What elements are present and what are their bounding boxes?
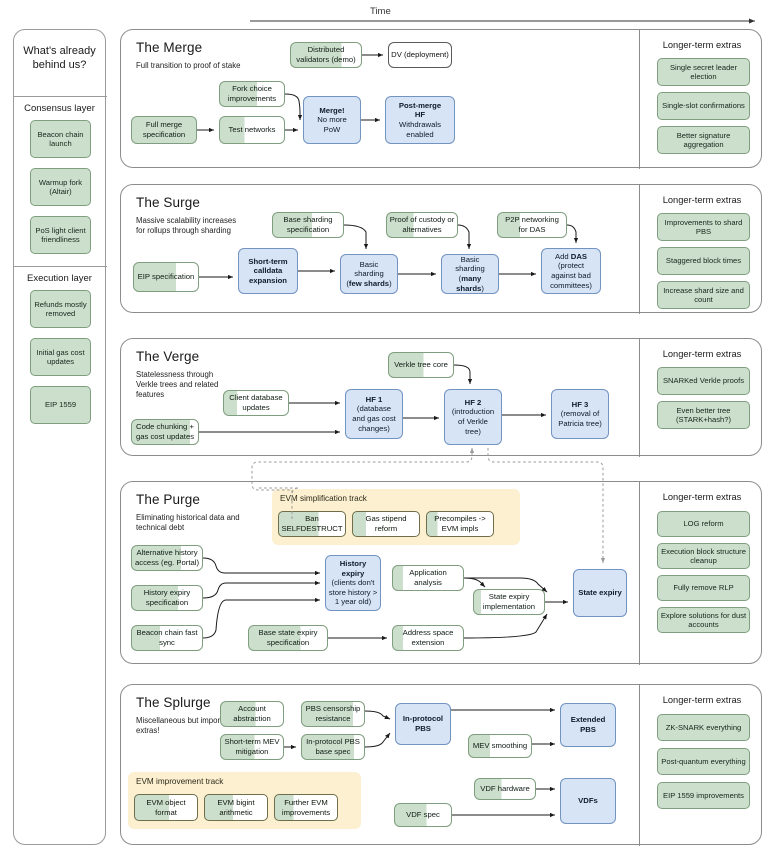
- node-in-protocol-pbs-base-spec[interactable]: In-protocol PBS base spec: [301, 734, 365, 760]
- node-beacon-chain-fast-sync[interactable]: Beacon chain fast sync: [131, 625, 203, 651]
- node-vdfs[interactable]: VDFs: [560, 778, 616, 824]
- extra-log-reform[interactable]: LOG reform: [657, 511, 750, 537]
- track-item-gas-stipend-reform[interactable]: Gas stipend reform: [352, 511, 420, 537]
- sidebar-item-pos-light-client[interactable]: PoS light client friendliness: [30, 216, 91, 254]
- extras-heading-splurge: Longer-term extras: [662, 695, 742, 705]
- extra-staggered-block-times[interactable]: Staggered block times: [657, 247, 750, 275]
- evm-simplification-track-label: EVM simplification track: [280, 494, 367, 503]
- extra-single-secret-leader-election[interactable]: Single secret leader election: [657, 58, 750, 86]
- node-pbs-censorship-resistance[interactable]: PBS censorship resistance: [301, 701, 365, 727]
- node-proof-of-custody[interactable]: Proof of custody or alternatives: [386, 212, 458, 238]
- era-subtitle-merge: Full transition to proof of stake: [136, 61, 241, 70]
- era-title-surge: The Surge: [136, 195, 200, 210]
- track-item-precompiles-evm-impls[interactable]: Precompiles -> EVM impls: [426, 511, 494, 537]
- node-alternative-history-access[interactable]: Alternative history access (eg. Portal): [131, 545, 203, 571]
- extras-heading-surge: Longer-term extras: [662, 195, 742, 205]
- node-full-merge-specification[interactable]: Full merge specification: [131, 116, 197, 144]
- sidebar-already-behind-us: What's already behind us? Consensus laye…: [13, 29, 107, 845]
- sidebar-divider-2: [14, 266, 107, 267]
- track-item-ban-selfdestruct[interactable]: Ban SELFDESTRUCT: [278, 511, 346, 537]
- era-title-purge: The Purge: [136, 492, 200, 507]
- era-divider-splurge: [639, 685, 640, 846]
- node-address-space-extension[interactable]: Address space extension: [392, 625, 464, 651]
- node-client-database-updates[interactable]: Client database updates: [223, 390, 289, 416]
- sidebar-title: What's already behind us?: [23, 45, 96, 71]
- node-base-sharding-specification[interactable]: Base sharding specification: [272, 212, 344, 238]
- track-item-evm-object-format[interactable]: EVM object format: [134, 794, 198, 821]
- sidebar-group-title-execution: Execution layer: [27, 273, 92, 284]
- evm-improvement-track-label: EVM improvement track: [136, 777, 224, 786]
- sidebar-item-eip-1559[interactable]: EIP 1559: [30, 386, 91, 424]
- extra-post-quantum-everything[interactable]: Post-quantum everything: [657, 748, 750, 775]
- node-application-analysis[interactable]: Application analysis: [392, 565, 464, 591]
- time-axis: Time: [250, 6, 762, 28]
- node-fork-choice-improvements[interactable]: Fork choice improvements: [219, 81, 285, 107]
- era-title-splurge: The Splurge: [136, 695, 211, 710]
- extra-fully-remove-rlp[interactable]: Fully remove RLP: [657, 575, 750, 601]
- era-title-verge: The Verge: [136, 349, 200, 364]
- track-item-further-evm-improvements[interactable]: Further EVM improvements: [274, 794, 338, 821]
- node-verkle-tree-core[interactable]: Verkle tree core: [388, 352, 454, 378]
- sidebar-item-refunds-removed[interactable]: Refunds mostly removed: [30, 290, 91, 328]
- era-subtitle-surge: Massive scalability increases for rollup…: [136, 216, 237, 236]
- extra-better-signature-aggregation[interactable]: Better signature aggregation: [657, 126, 750, 154]
- node-history-expiry-specification[interactable]: History expiry specification: [131, 585, 203, 611]
- era-divider-surge: [639, 185, 640, 314]
- era-divider-verge: [639, 339, 640, 457]
- sidebar-item-beacon-chain-launch[interactable]: Beacon chain launch: [30, 120, 91, 158]
- node-state-expiry[interactable]: State expiry: [573, 569, 627, 617]
- node-p2p-networking-das[interactable]: P2P networking for DAS: [497, 212, 567, 238]
- node-account-abstraction[interactable]: Account abstraction: [220, 701, 284, 727]
- extra-zk-snark-everything[interactable]: ZK-SNARK everything: [657, 714, 750, 741]
- extras-heading-merge: Longer-term extras: [662, 40, 742, 50]
- sidebar-group-title-consensus: Consensus layer: [24, 103, 95, 114]
- node-base-state-expiry-specification[interactable]: Base state expiry specification: [248, 625, 328, 651]
- node-vdf-spec[interactable]: VDF spec: [394, 803, 452, 827]
- track-item-evm-bigint-arithmetic[interactable]: EVM bigint arithmetic: [204, 794, 268, 821]
- extra-increase-shard-size-count[interactable]: Increase shard size and count: [657, 281, 750, 309]
- node-distributed-validators-demo[interactable]: Distributed validators (demo): [290, 42, 362, 68]
- node-code-chunking-gas-cost[interactable]: Code chunking + gas cost updates: [131, 419, 199, 445]
- extra-execution-block-cleanup[interactable]: Execution block structure cleanup: [657, 543, 750, 569]
- time-axis-label: Time: [370, 6, 391, 17]
- era-divider-purge: [639, 482, 640, 665]
- extra-single-slot-confirmations[interactable]: Single-slot confirmations: [657, 92, 750, 120]
- era-panel-surge: The Surge Massive scalability increases …: [120, 184, 762, 314]
- node-eip-specification[interactable]: EIP specification: [133, 262, 199, 292]
- era-subtitle-verge: Statelessness through Verkle trees and r…: [136, 370, 219, 400]
- node-test-networks[interactable]: Test networks: [219, 116, 285, 144]
- extras-heading-purge: Longer-term extras: [662, 492, 742, 502]
- node-mev-smoothing[interactable]: MEV smoothing: [468, 734, 532, 758]
- node-vdf-hardware[interactable]: VDF hardware: [474, 778, 536, 800]
- sidebar-divider-1: [14, 96, 107, 97]
- extras-heading-verge: Longer-term extras: [662, 349, 742, 359]
- era-subtitle-purge: Eliminating historical data and technica…: [136, 513, 240, 533]
- extra-snarked-verkle-proofs[interactable]: SNARKed Verkle proofs: [657, 367, 750, 395]
- node-state-expiry-implementation[interactable]: State expiry implementation: [473, 589, 545, 615]
- sidebar-item-warmup-fork[interactable]: Warmup fork (Altair): [30, 168, 91, 206]
- era-title-merge: The Merge: [136, 40, 203, 55]
- era-divider-merge: [639, 30, 640, 169]
- extra-improvements-shard-pbs[interactable]: Improvements to shard PBS: [657, 213, 750, 241]
- extra-dust-accounts[interactable]: Explore solutions for dust accounts: [657, 607, 750, 633]
- era-subtitle-splurge: Miscellaneous but important extras!: [136, 716, 234, 736]
- node-dv-deployment[interactable]: DV (deployment): [388, 42, 452, 68]
- extra-eip-1559-improvements[interactable]: EIP 1559 improvements: [657, 782, 750, 809]
- sidebar-item-initial-gas-cost[interactable]: Initial gas cost updates: [30, 338, 91, 376]
- extra-even-better-tree[interactable]: Even better tree (STARK+hash?): [657, 401, 750, 429]
- node-short-term-mev-mitigation[interactable]: Short-term MEV mitigation: [220, 734, 284, 760]
